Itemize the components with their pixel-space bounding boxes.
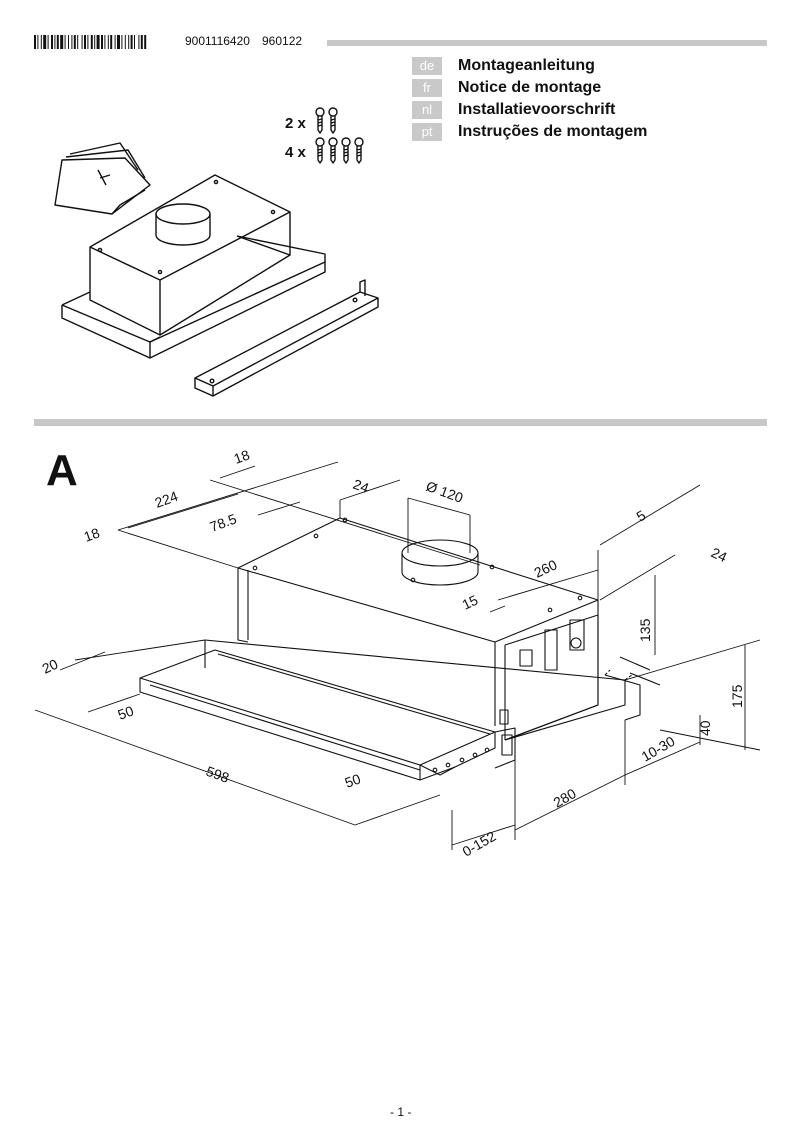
screw-icon [328, 107, 338, 134]
barcode-bar [114, 35, 116, 49]
page-number: - 1 - [390, 1105, 412, 1119]
barcode-bar [81, 35, 83, 49]
barcode-bar [77, 35, 79, 49]
dim-175: 175 [729, 684, 745, 708]
dim-5: 5 [634, 507, 649, 525]
screw-icon [341, 137, 351, 164]
screw-icon [315, 107, 325, 134]
barcode-bar [84, 35, 86, 49]
parts-illustration [54, 107, 379, 397]
header-rule [327, 40, 767, 46]
screw-icon [328, 137, 338, 164]
barcode-bar [96, 35, 100, 49]
screw-icon [315, 137, 325, 164]
dim-20: 20 [40, 656, 61, 677]
barcode [34, 35, 147, 49]
dim-224: 224 [153, 488, 181, 511]
title-pt: Instruções de montagem [458, 123, 648, 140]
dim-0-152: 0-152 [460, 828, 499, 860]
barcode-bar [121, 35, 123, 49]
barcode-bar [54, 35, 56, 49]
dim-18-top: 18 [232, 446, 252, 466]
barcode-bar [104, 35, 106, 49]
dim-50-left: 50 [116, 702, 136, 722]
barcode-bar [138, 35, 140, 49]
barcode-bar [40, 35, 42, 49]
dim-50-front: 50 [343, 770, 363, 790]
barcode-bar [64, 35, 66, 49]
barcode-bar [144, 35, 147, 49]
screws-b-quantity: 4 x [285, 144, 306, 161]
barcode-bar [90, 35, 93, 49]
dim-78-5: 78.5 [208, 510, 239, 534]
dim-10-30: 10-30 [639, 733, 678, 765]
barcode-bar [107, 35, 109, 49]
date-code: 960122 [262, 34, 303, 48]
dim-280: 280 [551, 785, 579, 811]
lang-code-de: de [412, 57, 442, 75]
barcode-bar [87, 35, 89, 49]
barcode-bar [117, 35, 120, 49]
barcode-bar [134, 35, 135, 49]
lang-code-nl: nl [412, 101, 442, 119]
barcode-bar [43, 35, 47, 49]
dim-260: 260 [532, 556, 560, 580]
title-fr: Notice de montage [458, 79, 602, 96]
dim-24-top: 24 [351, 476, 371, 496]
barcode-bar [47, 35, 49, 49]
barcode-bar [71, 35, 73, 49]
manual-booklet-icon [54, 142, 151, 215]
barcode-bar [51, 35, 53, 49]
lang-code-fr: fr [412, 79, 442, 97]
dim-598: 598 [204, 763, 232, 786]
barcode-bar [128, 35, 130, 49]
barcode-bar [110, 35, 113, 49]
barcode-bar [56, 35, 59, 49]
barcode-bar [130, 35, 133, 49]
section-divider [34, 419, 767, 426]
section-letter: A [46, 446, 78, 495]
barcode-bar [34, 35, 36, 49]
dimension-drawing: 18 224 18 78.5 24 Ø 120 5 260 24 15 135 … [34, 446, 761, 860]
article-number: 9001116420 [185, 34, 250, 48]
hood-unit-drawing [61, 174, 326, 359]
title-nl: Installatievoorschrift [458, 101, 616, 118]
dim-15: 15 [460, 592, 481, 613]
title-de: Montageanleitung [458, 57, 595, 74]
barcode-bar [140, 35, 143, 49]
barcode-bar [68, 35, 69, 49]
mounting-rail-drawing [194, 279, 379, 397]
dim-24-right: 24 [709, 544, 730, 565]
barcode-bar [73, 35, 76, 49]
barcode-bar [60, 35, 64, 49]
screw-icon [354, 137, 364, 164]
dim-135: 135 [637, 618, 653, 642]
dim-120-diameter: Ø 120 [424, 478, 466, 506]
dim-18-left: 18 [82, 524, 102, 544]
screws-a-quantity: 2 x [285, 115, 306, 132]
dim-40: 40 [697, 720, 713, 736]
barcode-bar [124, 35, 126, 49]
barcode-bar [101, 35, 103, 49]
lang-code-pt: pt [412, 123, 442, 141]
barcode-bar [37, 35, 39, 49]
barcode-bar [94, 35, 96, 49]
